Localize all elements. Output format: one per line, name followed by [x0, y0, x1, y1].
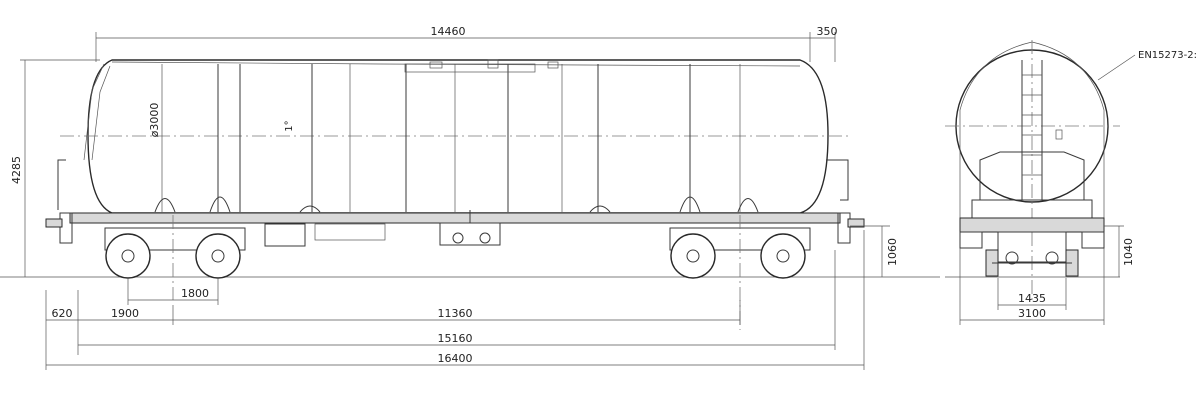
tank-bands: [161, 64, 741, 212]
dim-buffer-offset: 620: [52, 307, 73, 320]
dim-end-coupler-height: 1040: [1122, 238, 1135, 266]
dim-overall-length: 16400: [438, 352, 473, 365]
left-handrail: [57, 159, 66, 210]
end-view: EN15273-2: G1 1040 1435 3100: [945, 40, 1200, 325]
right-handrail: [826, 159, 849, 201]
dim-slope: 1°: [284, 120, 295, 131]
side-dimensions: [20, 32, 890, 370]
top-dome: [404, 59, 559, 73]
dim-height-total: 4285: [10, 156, 23, 184]
end-ladder: [83, 63, 111, 161]
top-walkway: [111, 61, 801, 67]
end-wheelset: [985, 249, 1079, 277]
brake-equipment: [264, 223, 386, 247]
end-platform: [959, 151, 1105, 265]
dim-tank-length: 14460: [431, 25, 466, 38]
standard-leader: [1097, 54, 1136, 81]
end-ladder: [1021, 60, 1063, 200]
dim-end-to-bogie: 1900: [111, 307, 139, 320]
side-view: 14460 350 4285 ø3000 1° 1060 1800 620 19…: [0, 25, 940, 370]
left-bogie: [104, 215, 246, 300]
right-buffer: [847, 218, 865, 228]
standard-label: EN15273-2: G1: [1138, 50, 1200, 61]
left-buffer: [45, 218, 63, 228]
left-buffer-beam: [59, 212, 73, 244]
dim-track-gauge: 1435: [1018, 292, 1046, 305]
bottom-valve: [439, 210, 501, 246]
dim-bogie-centers: 11360: [438, 307, 473, 320]
tank-body: [87, 59, 829, 214]
tank-saddles: [154, 196, 759, 213]
end-dimensions: [959, 225, 1124, 325]
dim-frame-length: 15160: [438, 332, 473, 345]
right-bogie: [669, 215, 811, 330]
dim-overhang: 350: [817, 25, 838, 38]
dim-bogie-wheelbase: 1800: [181, 287, 209, 300]
dim-tank-diameter: ø3000: [148, 103, 161, 138]
dim-coupler-height: 1060: [886, 238, 899, 266]
underframe: [69, 212, 841, 224]
right-buffer-beam: [837, 212, 851, 244]
dim-width-total: 3100: [1018, 307, 1046, 320]
